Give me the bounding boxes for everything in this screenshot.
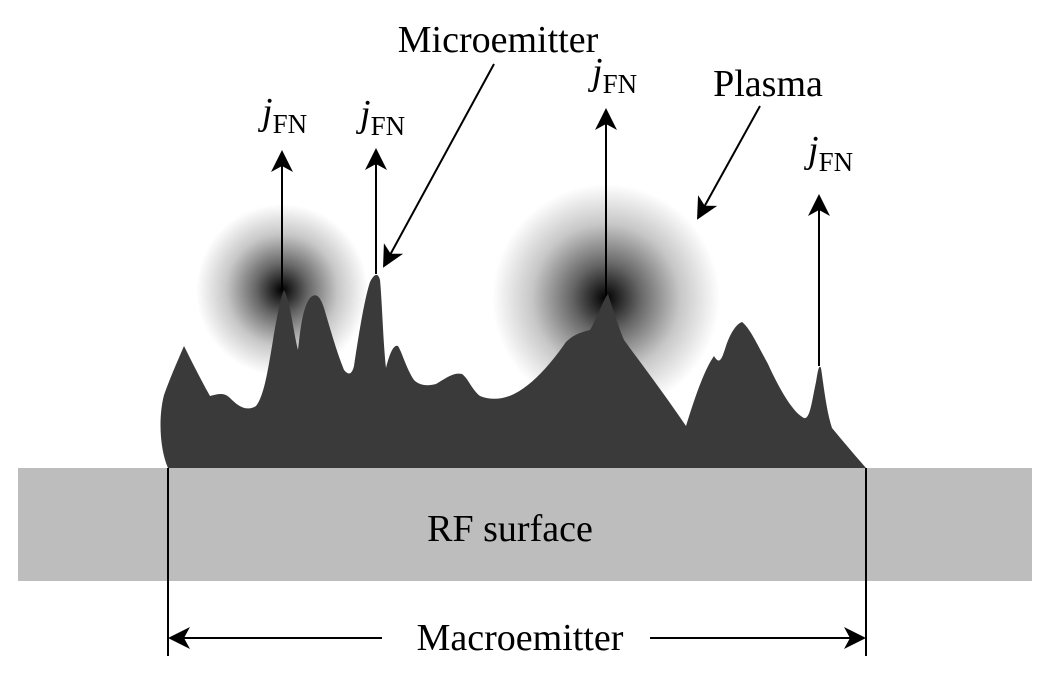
microemitter-pointer [383, 63, 495, 268]
jfn-label-4: jFN [803, 129, 853, 177]
rf-surface-label: RF surface [427, 508, 593, 550]
macroemitter-label: Macroemitter [417, 617, 624, 659]
plasma-pointer [697, 105, 761, 220]
jfn-label-2: jFN [355, 93, 405, 141]
plasma-label: Plasma [713, 63, 823, 105]
jfn-label-1: jFN [257, 91, 307, 139]
rf-surface [18, 468, 1032, 581]
microemitter-label: Microemitter [398, 19, 599, 61]
emitter-surface [160, 274, 866, 468]
